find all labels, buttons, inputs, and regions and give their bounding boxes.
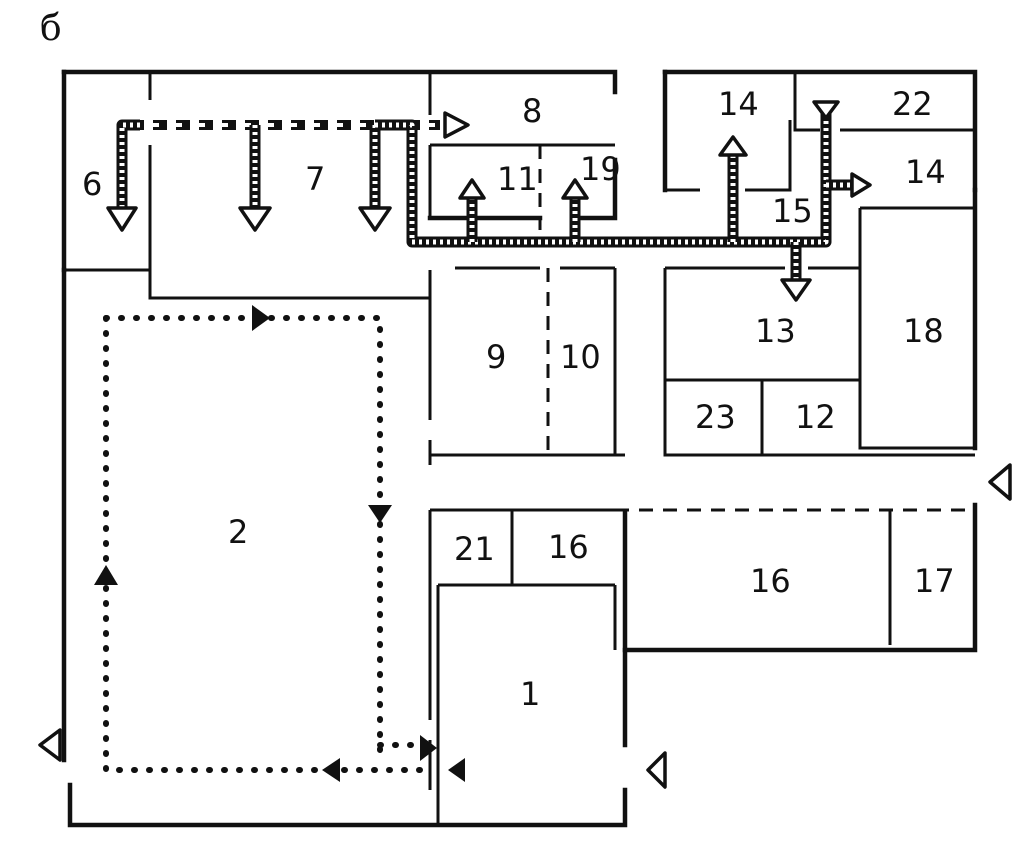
arrow-down-icon — [106, 206, 138, 232]
room-label-22: 22 — [892, 85, 933, 123]
arrow-down-icon — [238, 206, 272, 232]
room-label-12: 12 — [795, 398, 836, 436]
internal-walls — [64, 72, 975, 825]
room-label-11: 11 — [497, 160, 538, 198]
room-label-10: 10 — [560, 338, 601, 376]
arrow-right-icon — [443, 111, 470, 139]
outer-walls — [61, 69, 978, 828]
exit-left-icon — [988, 463, 1012, 501]
arrow-down-icon — [812, 100, 840, 120]
room-label-9: 9 — [486, 338, 506, 376]
arrow-right-icon — [850, 172, 872, 198]
arrow-down-icon — [368, 505, 392, 523]
hatched-routes — [106, 100, 872, 302]
arrow-right-icon — [252, 305, 270, 331]
arrow-up-icon — [458, 178, 486, 200]
arrow-left-icon — [448, 758, 465, 782]
room-label-2: 2 — [228, 513, 248, 551]
figure-label: б — [40, 8, 62, 49]
room-label-6: 6 — [82, 165, 102, 203]
room-label-14a: 14 — [718, 85, 759, 123]
arrow-up-icon — [561, 178, 589, 200]
room-label-21: 21 — [454, 530, 495, 568]
exit-left-icon — [646, 751, 667, 789]
room-label-18: 18 — [903, 312, 944, 350]
room-label-17: 17 — [914, 562, 955, 600]
room-label-14b: 14 — [905, 153, 946, 191]
arrow-up-icon — [94, 565, 118, 585]
dotted-route — [94, 305, 465, 782]
exit-markers — [38, 463, 1012, 789]
arrow-right-icon — [420, 735, 437, 761]
room-label-7: 7 — [305, 160, 325, 198]
room-label-1: 1 — [520, 675, 540, 713]
arrow-up-icon — [718, 135, 748, 157]
exit-left-icon — [38, 728, 62, 762]
room-label-13: 13 — [755, 312, 796, 350]
room-label-15: 15 — [772, 192, 813, 230]
room-label-16a: 16 — [548, 528, 589, 566]
arrow-down-icon — [780, 278, 812, 302]
room-label-8: 8 — [522, 92, 542, 130]
room-label-16b: 16 — [750, 562, 791, 600]
room-label-19: 19 — [580, 150, 621, 188]
arrow-down-icon — [358, 206, 392, 232]
room-labels: 1 2 6 7 8 9 10 11 12 13 14 14 15 16 16 1… — [82, 85, 955, 713]
room-label-23: 23 — [695, 398, 736, 436]
arrow-left-icon — [322, 758, 340, 782]
